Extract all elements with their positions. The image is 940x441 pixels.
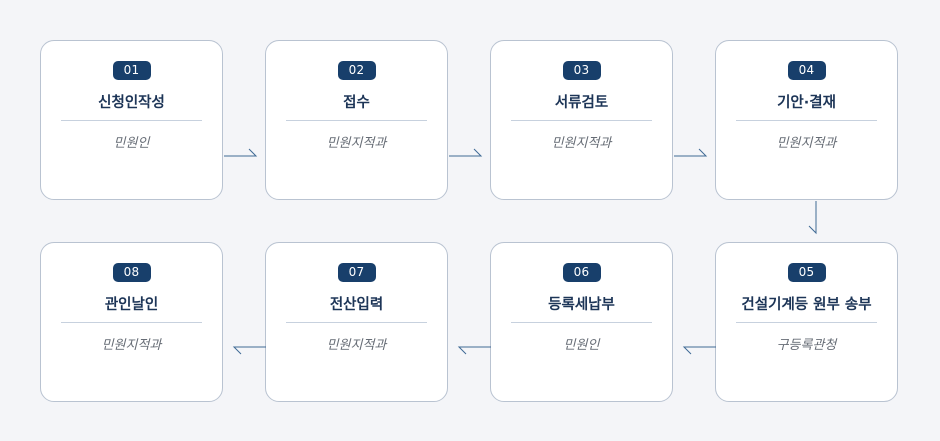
step-title: 신청인작성 [98, 95, 165, 111]
arrow-left-icon [232, 346, 266, 355]
step-card-07: 07 전산입력 민원지적과 [265, 242, 448, 402]
divider [511, 120, 652, 121]
divider [61, 120, 202, 121]
step-card-03: 03 서류검토 민원지적과 [490, 40, 673, 200]
divider [61, 322, 202, 323]
step-title: 전산입력 [329, 297, 384, 313]
step-actor: 민원지적과 [326, 338, 387, 353]
arrow-right-icon [224, 148, 258, 157]
divider [286, 322, 427, 323]
step-title: 건설기계등 원부 송부 [741, 297, 872, 313]
arrow-left-icon [682, 346, 716, 355]
step-number-badge: 05 [787, 263, 826, 282]
arrow-right-icon [674, 148, 708, 157]
step-actor: 민원지적과 [101, 338, 162, 353]
step-number-badge: 08 [112, 263, 151, 282]
step-number-badge: 07 [337, 263, 376, 282]
step-title: 관인날인 [104, 297, 159, 313]
step-actor: 구등록관청 [776, 338, 837, 353]
step-title: 기안·결재 [777, 95, 836, 111]
divider [736, 322, 877, 323]
step-number-badge: 06 [562, 263, 601, 282]
step-actor: 민원지적과 [776, 136, 837, 151]
step-actor: 민원지적과 [326, 136, 387, 151]
step-title: 서류검토 [554, 95, 609, 111]
step-card-05: 05 건설기계등 원부 송부 구등록관청 [715, 242, 898, 402]
step-actor: 민원인 [113, 136, 150, 151]
step-title: 등록세납부 [548, 297, 615, 313]
step-actor: 민원지적과 [551, 136, 612, 151]
step-number-badge: 02 [337, 61, 376, 80]
step-card-08: 08 관인날인 민원지적과 [40, 242, 223, 402]
arrow-right-icon [449, 148, 483, 157]
step-number-badge: 03 [562, 61, 601, 80]
step-number-badge: 04 [787, 61, 826, 80]
arrow-down-icon [808, 201, 817, 235]
step-title: 접수 [343, 95, 370, 111]
step-card-01: 01 신청인작성 민원인 [40, 40, 223, 200]
step-card-04: 04 기안·결재 민원지적과 [715, 40, 898, 200]
step-actor: 민원인 [563, 338, 600, 353]
step-card-06: 06 등록세납부 민원인 [490, 242, 673, 402]
divider [511, 322, 652, 323]
divider [736, 120, 877, 121]
divider [286, 120, 427, 121]
arrow-left-icon [457, 346, 491, 355]
step-number-badge: 01 [112, 61, 151, 80]
step-card-02: 02 접수 민원지적과 [265, 40, 448, 200]
